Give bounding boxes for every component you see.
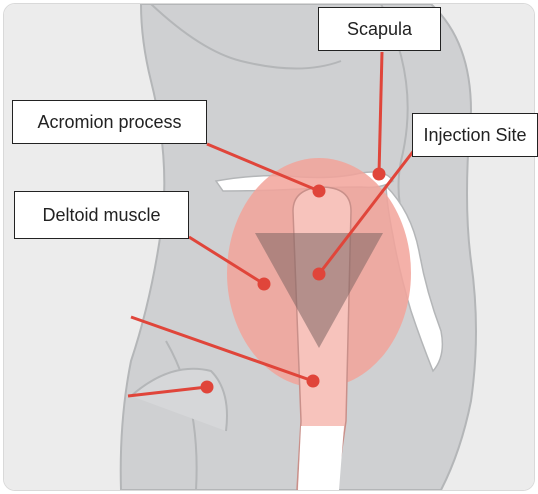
humerus-lower-white xyxy=(298,426,344,490)
deltoid-pointer-dot xyxy=(259,279,269,289)
label-deltoid-muscle: Deltoid muscle xyxy=(14,191,189,239)
injection-site-pointer-dot xyxy=(314,269,324,279)
label-injection-text: Injection Site xyxy=(423,126,526,144)
label-injection-site: Injection Site xyxy=(412,113,538,157)
label-acromion-process: Acromion process xyxy=(12,100,207,144)
elbow-pointer-dot xyxy=(202,382,212,392)
diagram-frame xyxy=(3,3,535,491)
label-scapula-text: Scapula xyxy=(347,20,412,38)
label-deltoid-text: Deltoid muscle xyxy=(42,206,160,224)
shoulder-illustration xyxy=(4,4,534,490)
label-scapula: Scapula xyxy=(318,7,441,51)
acromion-pointer-dot xyxy=(314,186,324,196)
humerus-pointer-dot xyxy=(308,376,318,386)
scapula-pointer-dot xyxy=(374,169,384,179)
label-acromion-text: Acromion process xyxy=(37,113,181,131)
